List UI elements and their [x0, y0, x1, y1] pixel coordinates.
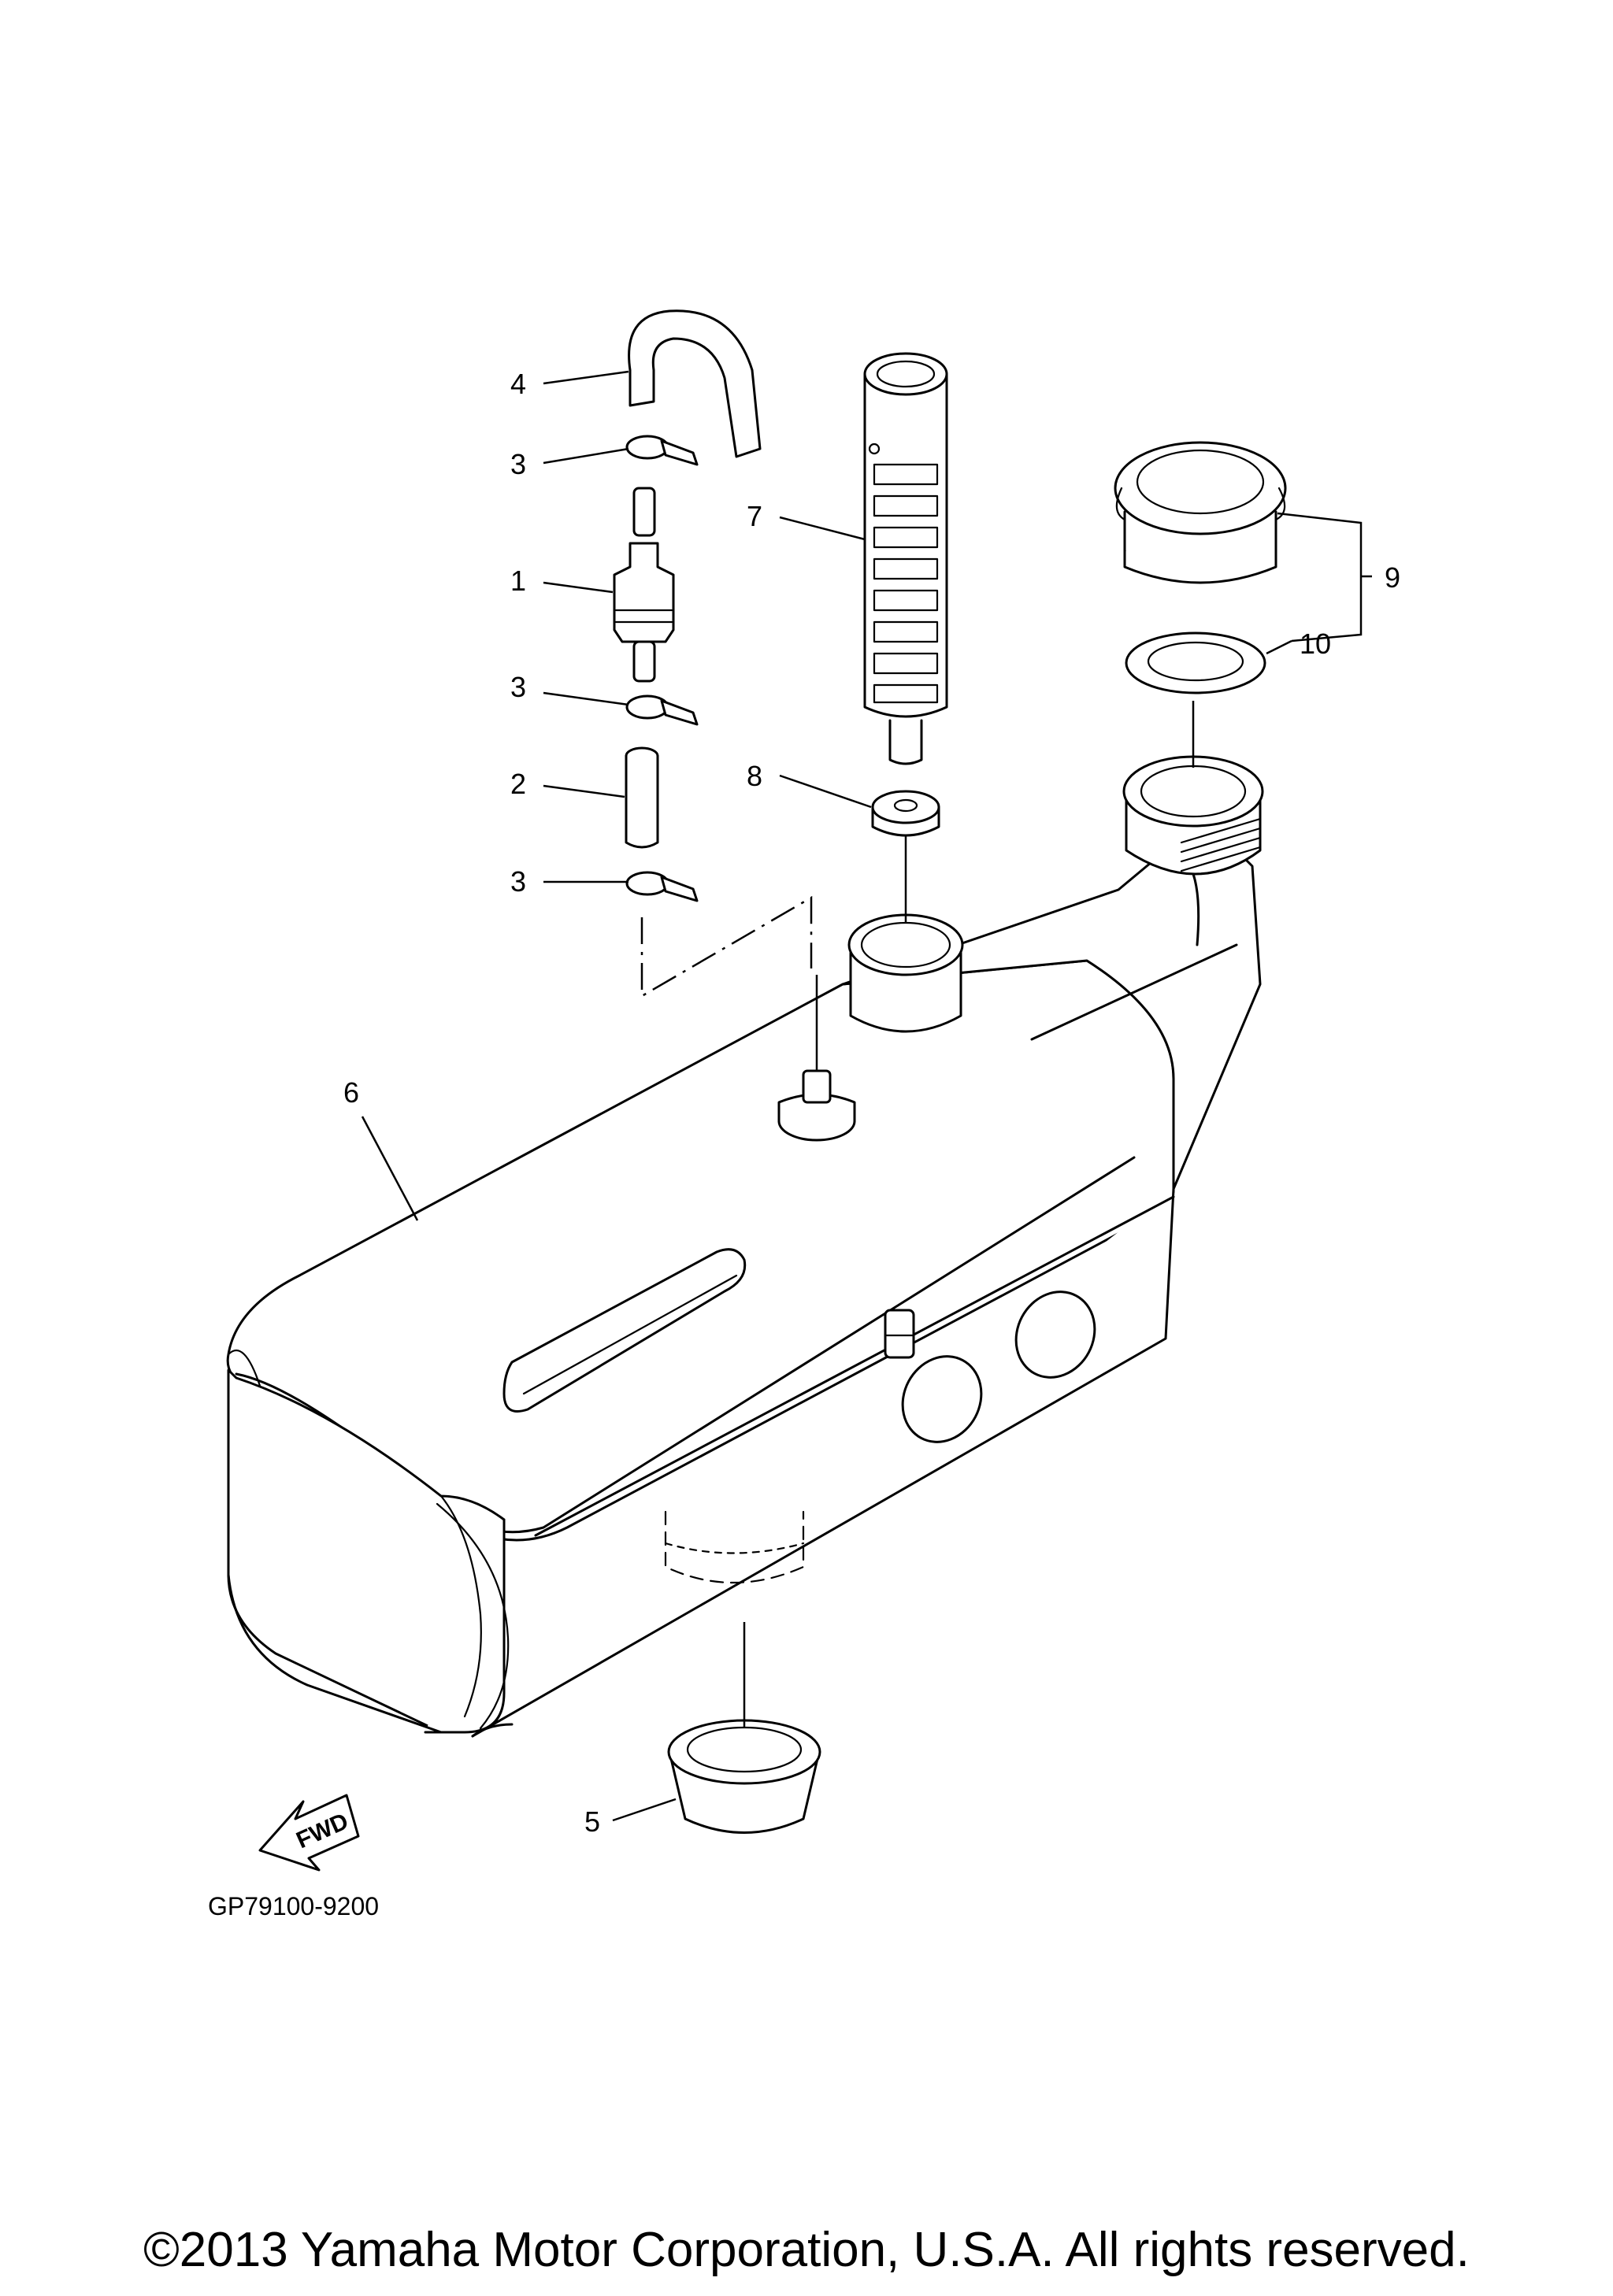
bracket-9-10: [1277, 512, 1372, 643]
callout-7: 7: [747, 500, 762, 532]
callout-6: 6: [343, 1076, 359, 1109]
callout-3-bottom: 3: [510, 865, 526, 898]
part-9-cap: [1114, 441, 1287, 584]
part-3-clip-top: [543, 435, 699, 466]
callout-10: 10: [1300, 628, 1331, 660]
callout-4: 4: [510, 368, 526, 400]
drawing-code: GP79100-9200: [208, 1892, 379, 1920]
copyright-notice: ©2013 Yamaha Motor Corporation, U.S.A. A…: [143, 2223, 1470, 2277]
part-4-hose: [543, 309, 762, 458]
callout-1: 1: [510, 565, 526, 597]
callout-5: 5: [584, 1805, 600, 1838]
part-1-filter: [543, 487, 675, 683]
part-3-clip-bottom: [543, 871, 699, 902]
strainer-neck: [847, 833, 964, 1033]
part-7-strainer: [779, 352, 948, 765]
part-2-tube: [543, 746, 659, 849]
tank-vent-fitting: [777, 975, 856, 1142]
fuel-tank: [226, 825, 1262, 1738]
part-5-cup: [612, 1622, 821, 1834]
fwd-arrow: FWD: [258, 1794, 360, 1872]
filler-neck: [1122, 701, 1264, 876]
callout-8: 8: [747, 760, 762, 792]
callout-9: 9: [1385, 561, 1400, 594]
part-8-grommet: [779, 774, 940, 837]
callout-3-mid: 3: [510, 671, 526, 703]
assembly-path: [640, 895, 813, 998]
callout-2: 2: [510, 768, 526, 800]
callout-3-top: 3: [510, 448, 526, 480]
part-3-clip-mid: [543, 691, 699, 726]
part-10-gasket: [1125, 631, 1266, 694]
